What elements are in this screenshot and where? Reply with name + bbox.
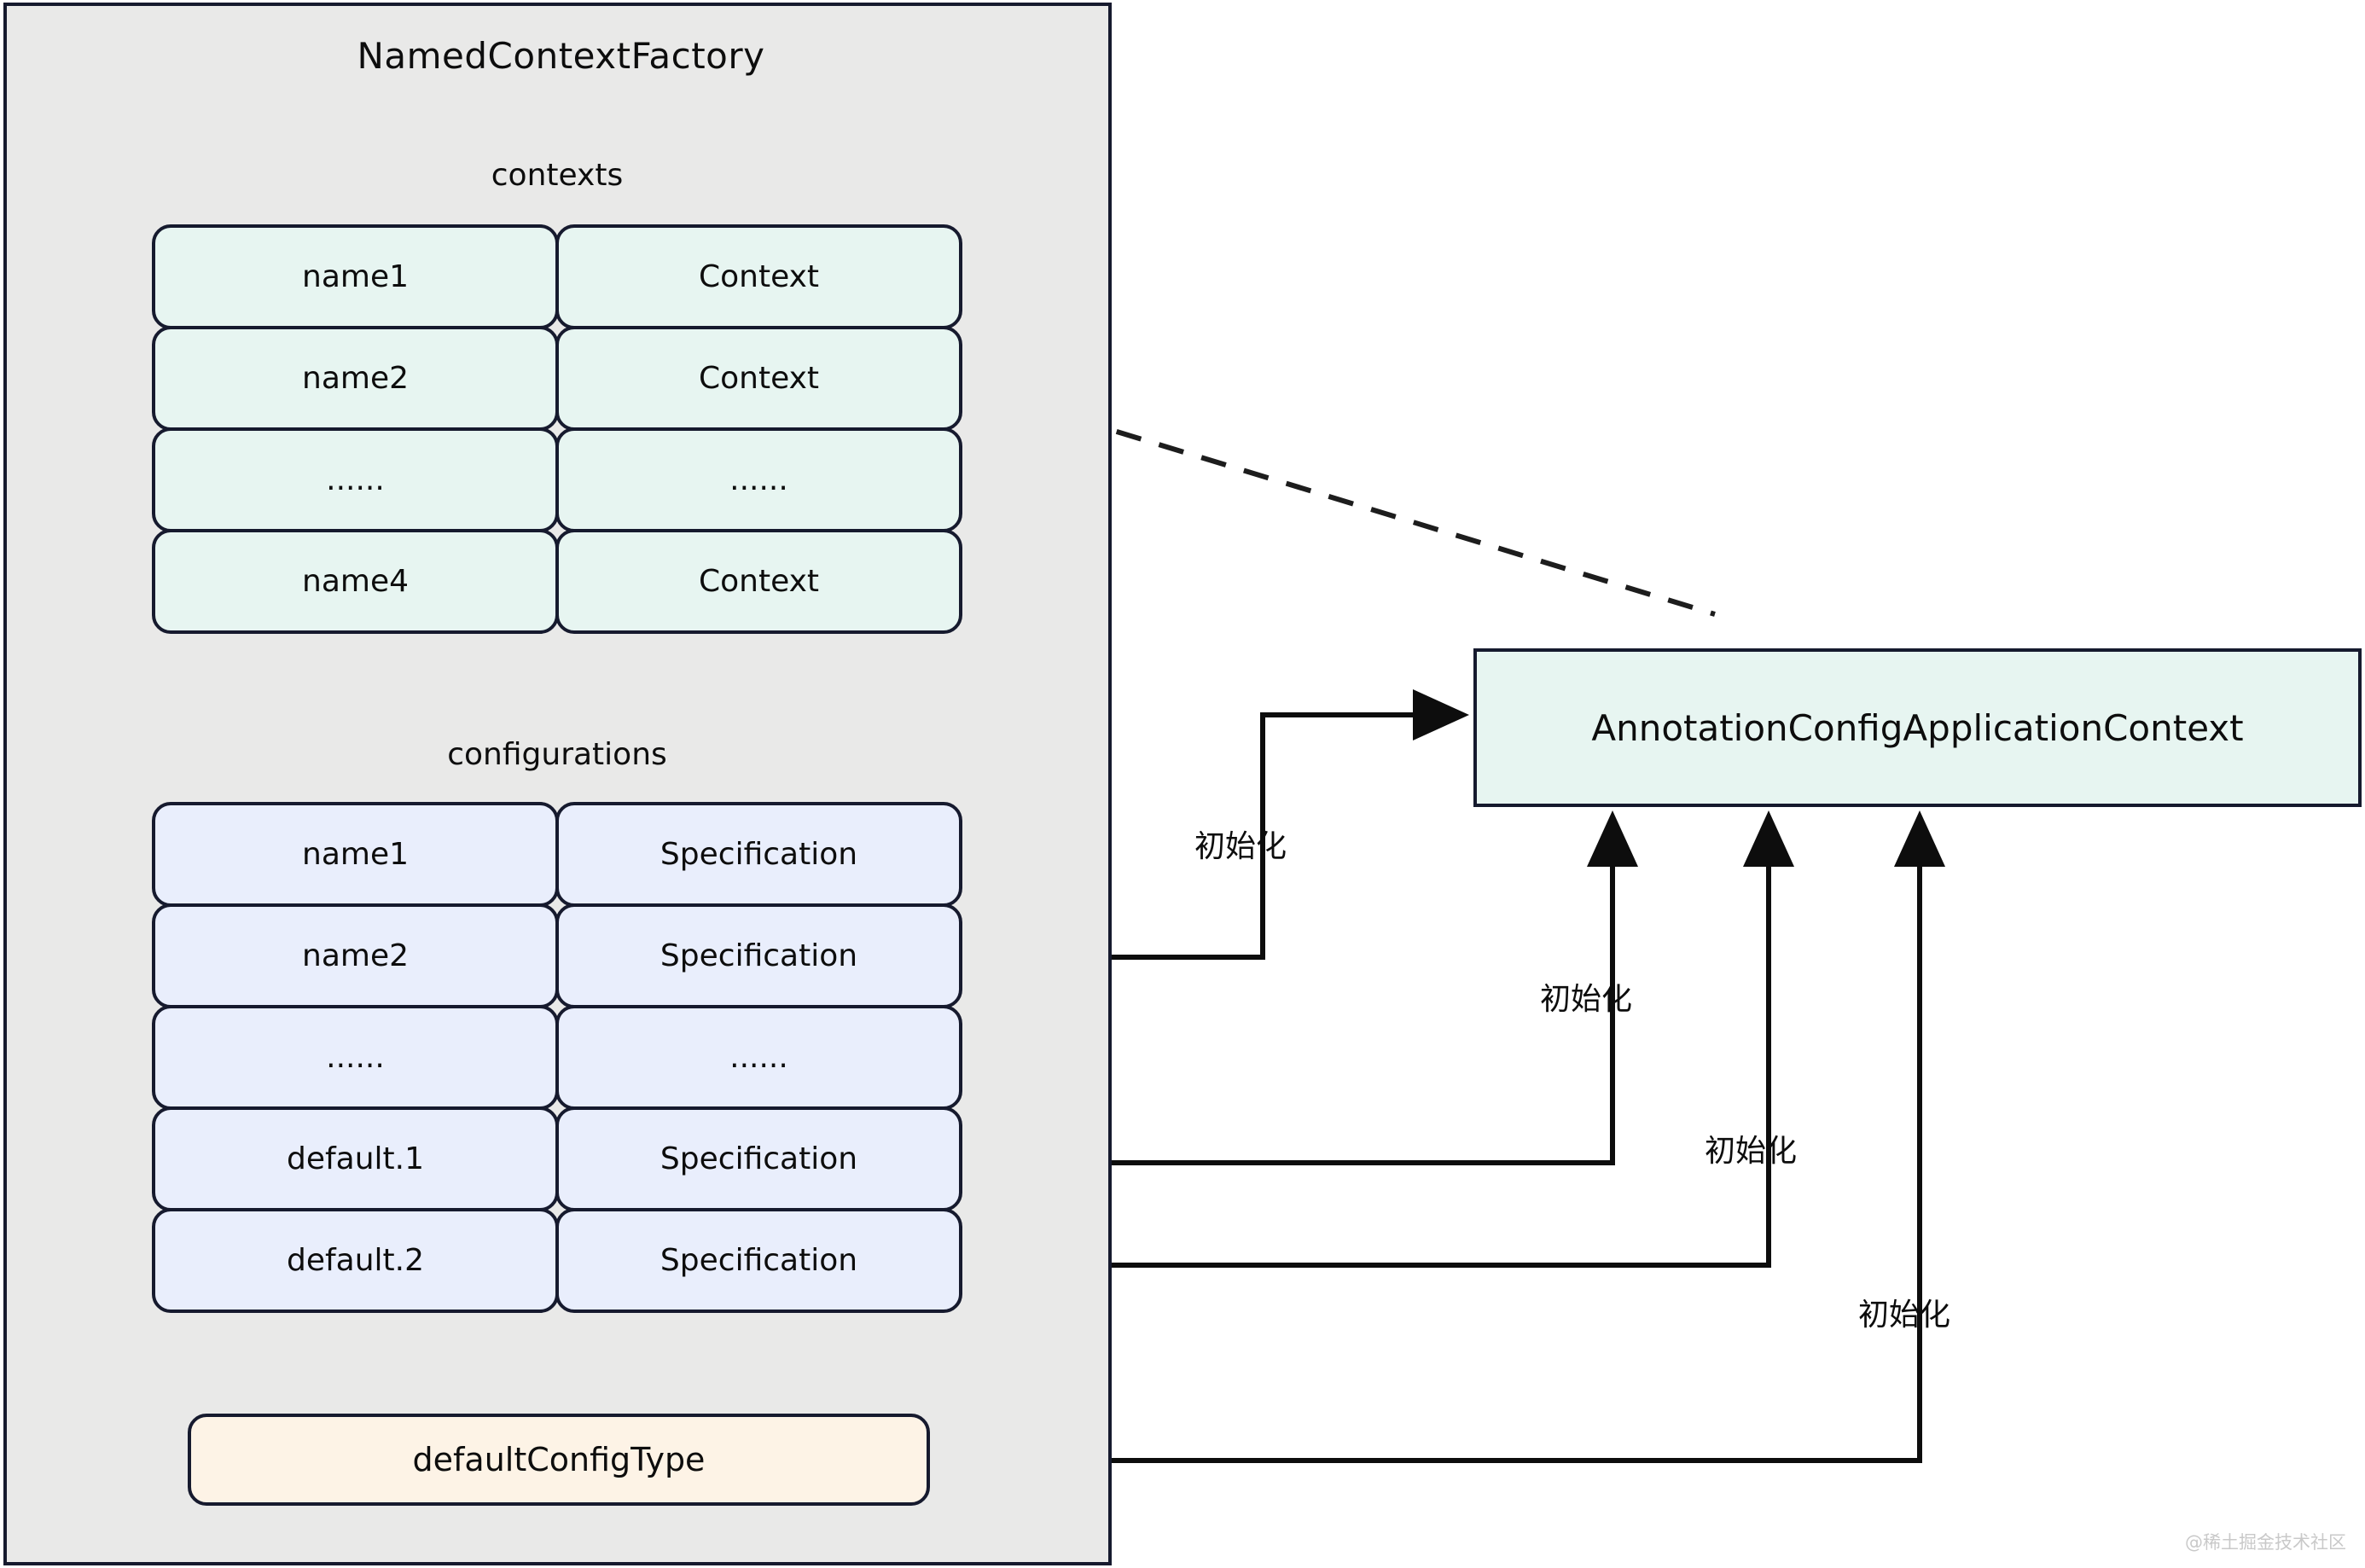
section-label-contexts: contexts (491, 158, 624, 193)
configurations-key-cell[interactable]: name1 (152, 802, 559, 907)
configurations-value-cell[interactable]: Specification (555, 1106, 962, 1211)
configurations-key-cell[interactable]: name2 (152, 903, 559, 1008)
contexts-value-cell[interactable]: Context (555, 529, 962, 634)
edge-label-init-1: 初始化 (1194, 829, 1287, 864)
table-row: default.2 Specification (152, 1208, 962, 1313)
contexts-value-cell[interactable]: ...... (555, 427, 962, 532)
table-row: name4 Context (152, 529, 962, 634)
table-row: ...... ...... (152, 427, 962, 532)
configurations-value-cell[interactable]: ...... (555, 1005, 962, 1110)
contexts-table: name1 Context name2 Context ...... .....… (152, 224, 962, 634)
annotation-config-application-context-node[interactable]: AnnotationConfigApplicationContext (1473, 648, 2362, 807)
contexts-value-cell[interactable]: Context (555, 326, 962, 431)
edge-label-init-2: 初始化 (1540, 982, 1633, 1017)
configurations-value-cell[interactable]: Specification (555, 802, 962, 907)
contexts-key-cell[interactable]: ...... (152, 427, 559, 532)
watermark: @稀土掘金技术社区 (2185, 1532, 2346, 1553)
configurations-key-cell[interactable]: default.1 (152, 1106, 559, 1211)
table-row: name1 Context (152, 224, 962, 329)
default-config-type-node[interactable]: defaultConfigType (188, 1414, 930, 1506)
configurations-value-cell[interactable]: Specification (555, 1208, 962, 1313)
configurations-value-cell[interactable]: Specification (555, 903, 962, 1008)
configurations-key-cell[interactable]: default.2 (152, 1208, 559, 1313)
contexts-key-cell[interactable]: name2 (152, 326, 559, 431)
contexts-value-cell[interactable]: Context (555, 224, 962, 329)
table-row: ...... ...... (152, 1005, 962, 1110)
contexts-key-cell[interactable]: name1 (152, 224, 559, 329)
table-row: name1 Specification (152, 802, 962, 907)
table-row: name2 Specification (152, 903, 962, 1008)
configurations-table: name1 Specification name2 Specification … (152, 802, 962, 1313)
table-row: name2 Context (152, 326, 962, 431)
configurations-key-cell[interactable]: ...... (152, 1005, 559, 1110)
page-title: NamedContextFactory (357, 35, 765, 77)
edge-label-init-4: 初始化 (1858, 1298, 1951, 1333)
section-label-configurations: configurations (447, 737, 667, 772)
table-row: default.1 Specification (152, 1106, 962, 1211)
contexts-key-cell[interactable]: name4 (152, 529, 559, 634)
edge-label-init-3: 初始化 (1705, 1134, 1798, 1169)
